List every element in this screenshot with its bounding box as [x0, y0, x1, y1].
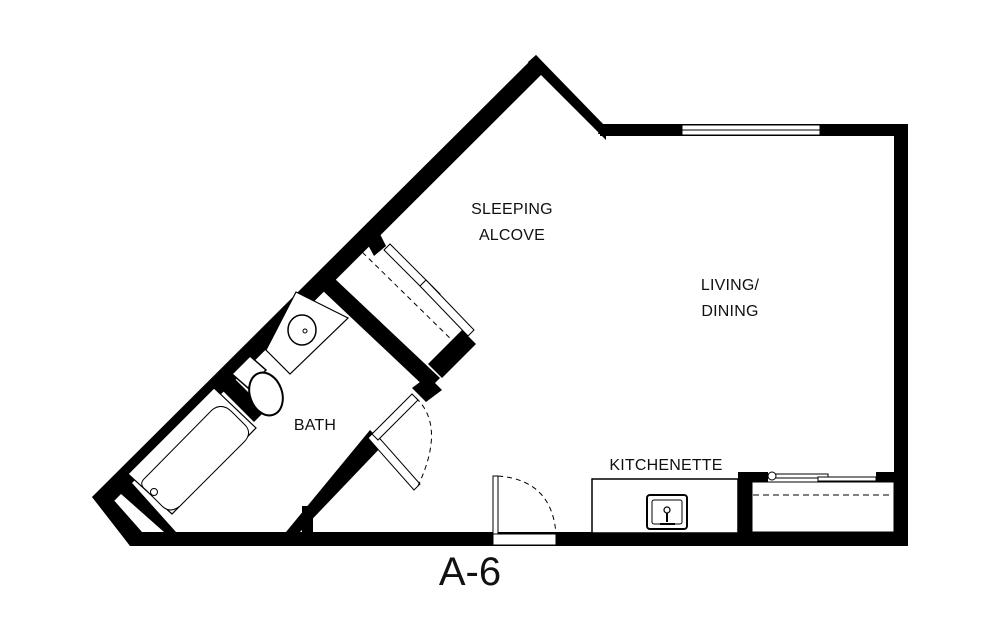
room-label-line: ALCOVE	[478, 227, 546, 244]
room-label-line: SLEEPING	[471, 201, 553, 218]
room-label-sleeping-alcove: SLEEPING ALCOVE	[452, 197, 572, 249]
room-label-bath: BATH	[270, 413, 360, 439]
entry-door	[492, 475, 557, 546]
bathtub	[127, 387, 257, 515]
room-label-line: DINING	[701, 303, 759, 320]
room-label-kitchenette: KITCHENETTE	[586, 453, 746, 479]
bathroom-sink	[265, 291, 350, 375]
interior-walls	[112, 222, 896, 536]
unit-name: A-6	[438, 550, 502, 594]
window	[681, 124, 821, 136]
kitchen-sink	[646, 494, 688, 530]
closet-living	[751, 471, 895, 533]
room-label-line: BATH	[293, 417, 337, 434]
toilet	[230, 354, 284, 417]
room-label-living-dining: LIVING/ DINING	[670, 273, 790, 325]
bath-door	[367, 393, 432, 491]
room-label-line: LIVING/	[700, 277, 760, 294]
room-label-line: KITCHENETTE	[609, 457, 723, 474]
closet-alcove	[355, 243, 475, 347]
